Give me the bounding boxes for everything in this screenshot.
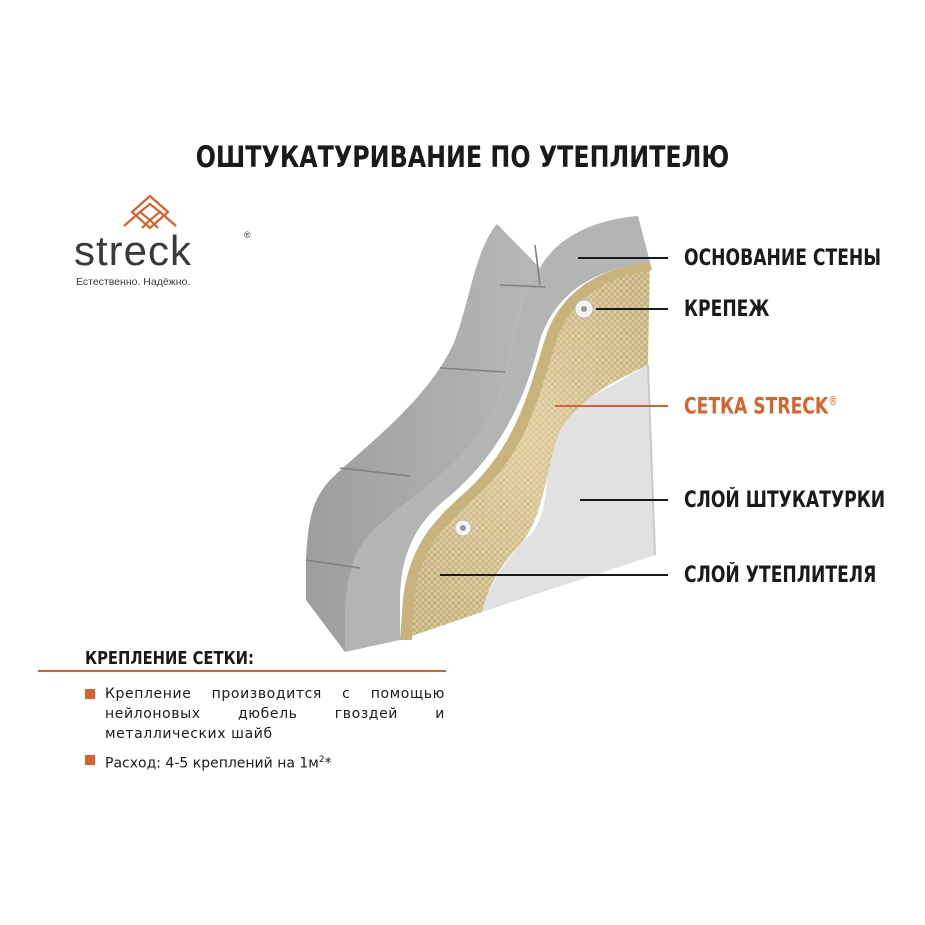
logo-wordmark: streck bbox=[74, 227, 193, 274]
fastener-dowel-icon bbox=[454, 519, 472, 537]
streck-logo: streck ® Естественно. Надёжно. bbox=[74, 190, 260, 288]
label-plaster: СЛОЙ ШТУКАТУРКИ bbox=[684, 488, 886, 513]
page-title: ОШТУКАТУРИВАНИЕ ПО УТЕПЛИТЕЛЮ bbox=[195, 140, 730, 174]
fastener-dowel-icon bbox=[574, 299, 594, 319]
label-mesh-registered: ® bbox=[828, 394, 838, 408]
section-divider bbox=[38, 670, 446, 672]
plaster-layer bbox=[482, 365, 655, 612]
list-item-text: Крепление производится с помощью нейлоно… bbox=[105, 686, 445, 742]
logo-tagline: Естественно. Надёжно. bbox=[76, 276, 191, 288]
label-insulation: СЛОЙ УТЕПЛИТЕЛЯ bbox=[684, 563, 877, 588]
list-item-superscript: 2 bbox=[318, 755, 325, 765]
label-wall-base: ОСНОВАНИЕ СТЕНЫ bbox=[684, 246, 882, 271]
label-mesh-text: СЕТКА STRECK bbox=[684, 394, 829, 420]
list-item-text: Расход: 4-5 креплений на 1м bbox=[105, 755, 319, 772]
logo-diamond-icon bbox=[123, 194, 177, 230]
mounting-notes-list: Крепление производится с помощью нейлоно… bbox=[85, 684, 445, 780]
wall-base-face bbox=[345, 216, 650, 652]
bullet-square-icon bbox=[85, 689, 95, 699]
logo-registered-mark: ® bbox=[244, 230, 251, 240]
label-mesh: СЕТКА STRECK® bbox=[684, 394, 838, 419]
label-fastener: КРЕПЕЖ bbox=[684, 297, 770, 322]
list-item: Расход: 4-5 креплений на 1м2* bbox=[85, 750, 445, 774]
list-item: Крепление производится с помощью нейлоно… bbox=[85, 684, 445, 744]
list-item-suffix: * bbox=[324, 755, 332, 772]
bullet-square-icon bbox=[85, 755, 95, 765]
wall-block-joints bbox=[305, 244, 546, 569]
wall-base-side bbox=[306, 224, 540, 652]
section-title: КРЕПЛЕНИЕ СЕТКИ: bbox=[85, 648, 254, 669]
